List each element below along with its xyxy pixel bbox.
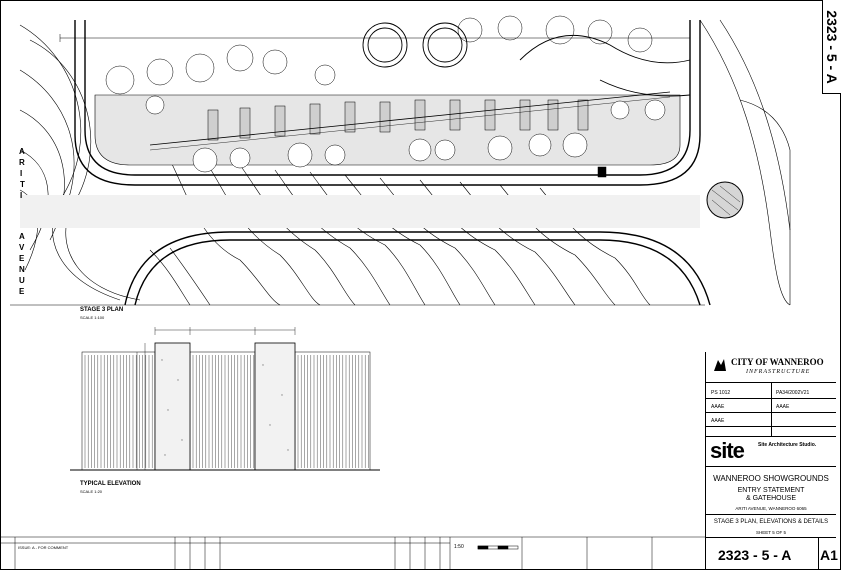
elevation-scale: SCALE 1:20 [80,489,103,494]
project-no: PS 1012 [711,390,731,396]
firm-logo: site [710,438,745,463]
road-letter: U [19,276,25,285]
firm-name: Site Architecture Studio. [758,442,817,448]
client-name: CITY OF WANNEROO [731,357,824,367]
project-info-panel: PS 1012 PA34/2002V21 AAAE AAAE AAAE [706,382,836,436]
scale-bar-label: 1:50 [454,544,464,550]
subject-line-1: ENTRY STATEMENT [737,487,805,494]
subject-line-2: & GATEHOUSE [745,495,797,502]
divider [706,436,836,437]
side-sheet-number: 2323 - 5 - A [822,0,841,94]
sheet-of: SHEET 5 OF 5 [756,530,786,535]
road-letter: I [20,169,23,178]
name-b: AAAE [776,404,790,410]
road-letter: N [19,265,25,274]
divider [706,466,836,467]
drawing-ref: PA34/2002V21 [776,390,810,396]
road-letter: R [19,158,25,167]
plan-title: STAGE 3 PLAN [80,307,124,313]
client-panel: CITY OF WANNEROO INFRASTRUCTURE [706,352,836,382]
road-letter: T [20,180,25,189]
revision-row: ISSUE: A - FOR COMMENT [18,545,69,550]
name-a: AAAE [711,404,725,410]
drawing-number: 2323 - 5 - A [718,547,792,563]
divider [706,537,836,538]
road-letter: A [19,147,25,156]
crest-icon [714,359,726,371]
elevation-title: TYPICAL ELEVATION [80,481,141,487]
road-letter: I [20,191,23,200]
sheet-size: A1 [820,547,838,563]
plan-scale: SCALE 1:100 [80,315,105,320]
project-title: WANNEROO SHOWGROUNDS [713,474,829,483]
address: ARITI AVENUE, WANNEROO 6065 [735,506,807,511]
firm-panel: site Site Architecture Studio. [706,436,836,466]
road-letter: V [19,243,25,252]
road-letter: A [19,232,25,241]
road-letter: E [19,254,25,263]
road-letter: E [19,287,25,296]
sheet-description: STAGE 3 PLAN, ELEVATIONS & DETAILS [713,519,829,525]
project-title-panel: WANNEROO SHOWGROUNDS ENTRY STATEMENT & G… [706,466,836,506]
drawing-number-panel: 2323 - 5 - A A1 [706,537,838,570]
name-c: AAAE [711,418,725,424]
title-block: CITY OF WANNEROO INFRASTRUCTURE PS 1012 … [705,352,838,570]
divider [706,514,836,515]
side-sheet-number-text: 2323 - 5 - A [824,9,840,84]
client-division: INFRASTRUCTURE [746,369,811,375]
